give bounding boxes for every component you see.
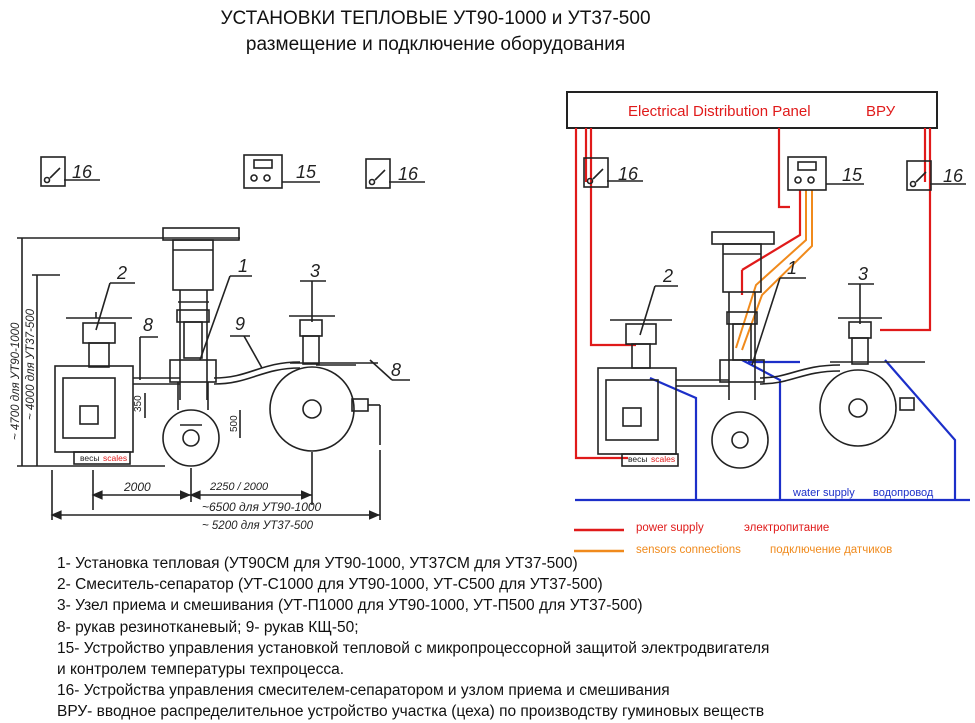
legend-power-ru: электропитание: [744, 522, 829, 534]
color-legend: power supply электропитание sensors conn…: [574, 522, 892, 556]
legend-item: ВРУ- вводное распределительное устройств…: [57, 703, 765, 721]
callout-3-left: 3: [310, 261, 320, 281]
legend-item: 2- Смеситель-сепаратор (УТ-С1000 для УТ9…: [57, 576, 603, 594]
legend-item: 8- рукав резинотканевый; 9- рукав КЩ-50;: [57, 618, 359, 636]
callout-8-left: 8: [143, 315, 153, 335]
legend-item: 16- Устройства управления смесителем-сеп…: [57, 682, 670, 700]
callout-9-left: 9: [235, 314, 245, 334]
control-box-16-left: [40, 156, 100, 187]
legend-item: 15- Устройство управления установкой теп…: [57, 639, 770, 657]
dim-6500: ~6500 для УТ90-1000: [202, 500, 322, 514]
water-label-en: water supply: [792, 487, 855, 499]
panel-label-en: Electrical Distribution Panel: [628, 103, 811, 120]
callout-8-right: 8: [391, 360, 401, 380]
dim-2250: 2250 / 2000: [209, 481, 269, 493]
callout-16-left: 16: [72, 162, 93, 182]
item-legend: 1- Установка тепловая (УТ90СМ для УТ90-1…: [57, 553, 769, 723]
panel-label-ru: ВРУ: [866, 103, 896, 120]
sensor-lines: [735, 190, 813, 351]
callout-3-right: 3: [858, 264, 868, 284]
legend-sensors-ru: подключение датчиков: [770, 544, 892, 556]
control-box-16-mid: [365, 158, 425, 189]
dim-500: 500: [229, 415, 240, 432]
scales-en-right: scales: [651, 454, 675, 464]
reception-unit-3-left: [269, 315, 381, 452]
right-labels: 16 15 16 2 1 3 весы scales water supply …: [618, 164, 964, 499]
left-labels: 1 2 3 8 9 8 ~ 4700 для УТ90-1000 ~ 4000 …: [10, 256, 401, 532]
dim-height-4700: ~ 4700 для УТ90-1000: [10, 322, 22, 440]
callout-2-right: 2: [662, 266, 673, 286]
mixer-separator-2-left: [54, 312, 134, 465]
legend-power-en: power supply: [636, 522, 704, 534]
mixer-separator-2-right: [597, 319, 679, 467]
power-lines: [574, 128, 932, 460]
callout-15-right: 15: [842, 165, 863, 185]
callout-2-left: 2: [116, 263, 127, 283]
callout-16-r2: 16: [943, 166, 964, 186]
scales-ru-right: весы: [628, 454, 648, 464]
reception-unit-3-right: [819, 317, 925, 447]
heat-unit-1-right: [711, 231, 775, 469]
left-drawing: 16 15 16: [17, 154, 425, 520]
control-box-15-left: [243, 154, 320, 189]
callout-1-left: 1: [238, 256, 248, 276]
control-box-15-right: [787, 156, 864, 191]
water-label-ru: водопровод: [873, 487, 934, 499]
dim-350: 350: [133, 395, 144, 412]
legend-item: и контролем температуры техпроцесса.: [57, 661, 345, 679]
diagram-title: УСТАНОВКИ ТЕПЛОВЫЕ УТ90-1000 и УТ37-500: [220, 8, 651, 29]
legend-sensors-en: sensors connections: [636, 544, 741, 556]
dim-5200: ~ 5200 для УТ37-500: [202, 520, 314, 532]
right-drawing: [583, 156, 966, 469]
callout-15-left: 15: [296, 162, 317, 182]
dim-2000: 2000: [123, 480, 151, 494]
water-lines: [575, 359, 970, 502]
legend-item: 1- Установка тепловая (УТ90СМ для УТ90-1…: [57, 555, 578, 572]
distribution-panel: Electrical Distribution Panel ВРУ: [566, 91, 938, 129]
callout-1-right: 1: [787, 258, 797, 278]
legend-item: 3- Узел приема и смешивания (УТ-П1000 дл…: [57, 597, 643, 615]
scales-ru-left: весы: [80, 453, 100, 463]
control-box-16-r2: [906, 160, 966, 191]
heat-unit-1-left: [162, 227, 240, 467]
control-box-16-r1: [583, 157, 643, 188]
scales-en-left: scales: [103, 453, 127, 463]
callout-16-mid: 16: [398, 164, 419, 184]
diagram-subtitle: размещение и подключение оборудования: [245, 34, 626, 55]
dim-height-4000: ~ 4000 для УТ37-500: [25, 308, 37, 420]
callout-16-r1: 16: [618, 164, 639, 184]
